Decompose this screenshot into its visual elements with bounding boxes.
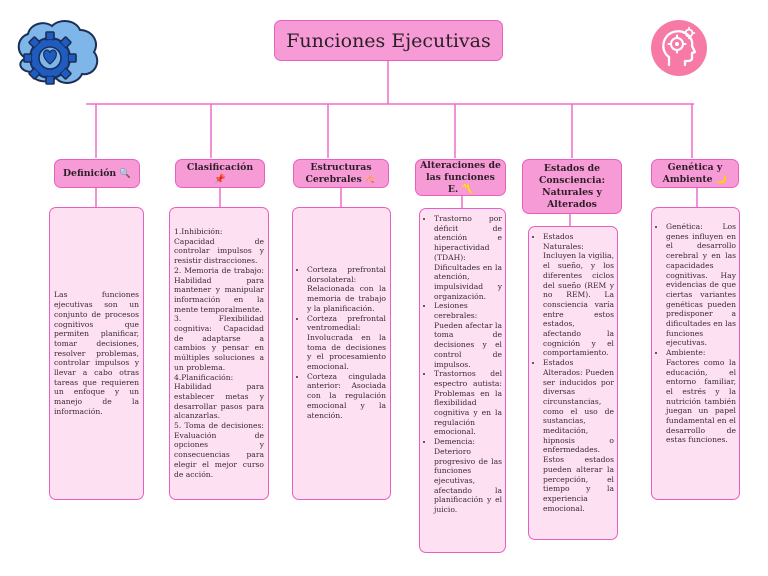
estructura-item: Corteza prefrontal dorsolateral: Relacio…: [307, 265, 386, 314]
estructura-item: Corteza cingulada anterior: Asociada con…: [307, 372, 386, 421]
alteracion-item: Trastornos del espectro autista: Problem…: [434, 369, 502, 437]
alteracion-item: Demencia: Deterioro progresivo de las fu…: [434, 437, 502, 515]
estado-item: Estados Naturales: Incluyen la vigilia, …: [543, 232, 614, 358]
clasificacion-item: 3. Flexibilidad cognitiva: Capacidad de …: [174, 314, 264, 372]
definicion-text: Las funciones ejecutivas son un conjunto…: [54, 290, 139, 416]
page-title: Funciones Ejecutivas: [274, 20, 503, 61]
header-definicion: Definición 🔍: [54, 159, 140, 188]
header-genetica-y-ambiente: Genética y Ambiente 🌙: [651, 159, 739, 188]
header-estados-de-consciencia: Estados de Consciencia: Naturales y Alte…: [522, 159, 622, 214]
clasificacion-item: 2. Memoria de trabajo: Habilidad para ma…: [174, 265, 264, 314]
genetica-item: Ambiente: Factores como la educación, el…: [666, 348, 736, 445]
card-alteraciones: Trastorno por déficit de atención e hipe…: [419, 208, 506, 553]
head-gears-icon: [650, 19, 708, 81]
header-alteraciones: Alteraciones de las funciones E. 〽️: [415, 159, 506, 196]
estado-item: Estados Alterados: Pueden ser inducidos …: [543, 358, 614, 513]
clasificacion-item: 4.Planificación: Habilidad para establec…: [174, 372, 264, 421]
card-estados-de-consciencia: Estados Naturales: Incluyen la vigilia, …: [528, 226, 618, 540]
card-estructuras-cerebrales: Corteza prefrontal dorsolateral: Relacio…: [292, 207, 391, 500]
alteracion-item: Trastorno por déficit de atención e hipe…: [434, 214, 502, 301]
genetica-item: Genética: Los genes influyen en el desar…: [666, 222, 736, 348]
estructura-item: Corteza prefrontal ventromedial: Involuc…: [307, 314, 386, 372]
clasificacion-item: 1.Inhibición: Capacidad de controlar imp…: [174, 227, 264, 266]
alteracion-item: Lesiones cerebrales: Pueden afectar la t…: [434, 301, 502, 369]
clasificacion-item: 5. Toma de decisiones: Evaluación de opc…: [174, 421, 264, 479]
brain-gear-heart-icon: [12, 18, 102, 102]
card-clasificacion: 1.Inhibición: Capacidad de controlar imp…: [169, 207, 269, 500]
card-definicion: Las funciones ejecutivas son un conjunto…: [49, 207, 144, 500]
header-estructuras-cerebrales: Estructuras Cerebrales 🧠: [293, 159, 389, 188]
card-genetica-y-ambiente: Genética: Los genes influyen en el desar…: [651, 207, 740, 500]
header-clasificacion: Clasificación 📌: [175, 159, 265, 188]
